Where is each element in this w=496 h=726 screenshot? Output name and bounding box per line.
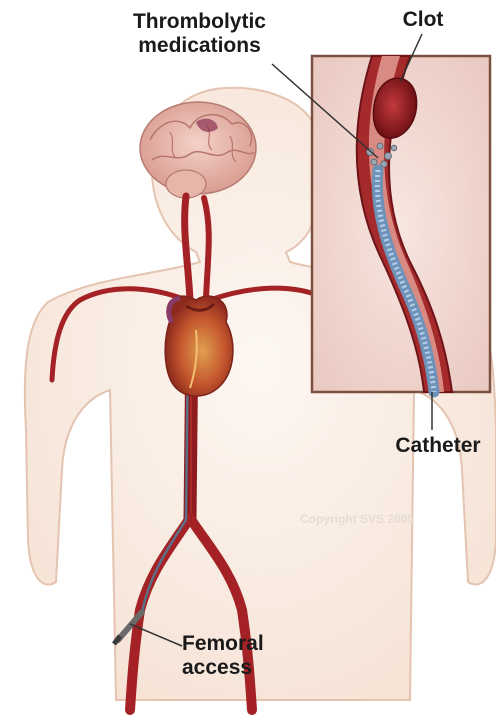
catheter-label: Catheter — [382, 434, 494, 458]
femoral-access-label: Femoral access — [182, 632, 292, 680]
thrombolytic-label-line2: medications — [112, 34, 287, 58]
thrombolytic-label-line1: Thrombolytic — [112, 10, 287, 34]
femoral-label-line1: Femoral — [182, 632, 292, 656]
clot-label: Clot — [388, 8, 458, 32]
heart — [165, 296, 233, 396]
clot-inset-panel — [312, 56, 490, 430]
copyright-watermark: Copyright SVS 2005 — [300, 512, 414, 526]
thrombolytic-medications-label: Thrombolytic medications — [112, 10, 287, 58]
femoral-label-line2: access — [182, 656, 292, 680]
